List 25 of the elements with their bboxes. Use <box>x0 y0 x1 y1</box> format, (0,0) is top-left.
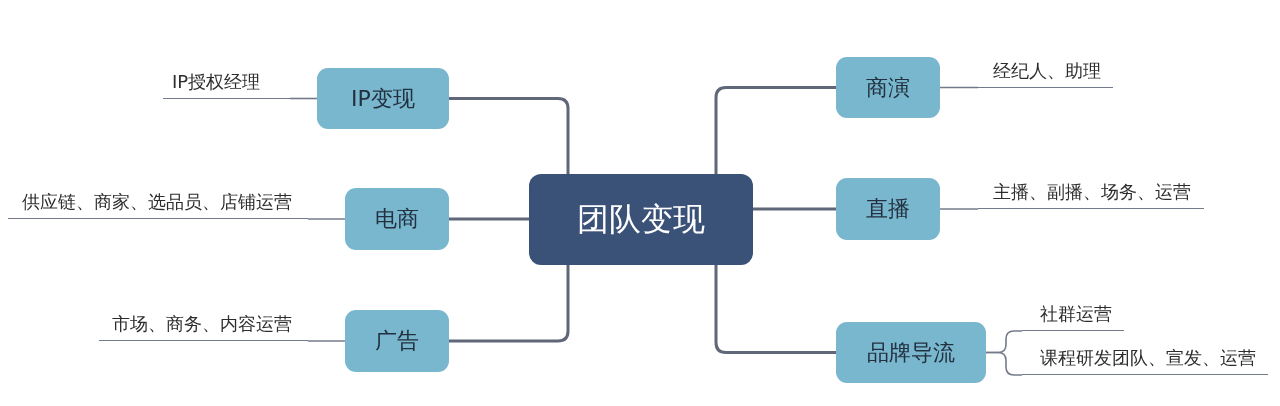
connector-line <box>307 340 346 342</box>
connector-line <box>714 265 836 354</box>
connector-line <box>449 217 529 221</box>
connector-line <box>449 265 570 343</box>
connector-line <box>449 97 570 174</box>
branch-label: 社群运营 <box>1022 299 1124 331</box>
branch-label: IP授权经理 <box>163 66 290 99</box>
subtopic-box: 品牌导流 <box>836 322 986 383</box>
connector-line <box>714 86 836 174</box>
subtopic-box: 广告 <box>345 310 449 372</box>
connector-line <box>289 97 318 100</box>
branch-label: 主播、副播、场务、运营 <box>978 177 1204 209</box>
branch-label: 供应链、商家、选品员、店铺运营 <box>8 187 308 219</box>
subtopic-box: 商演 <box>836 57 940 118</box>
connector-line <box>753 207 836 211</box>
connector-line <box>939 208 979 210</box>
subtopic-box: IP变现 <box>317 68 449 129</box>
branch-label: 市场、商务、内容运营 <box>99 309 308 341</box>
branch-label: 经纪人、助理 <box>978 55 1113 88</box>
subtopic-box: 直播 <box>836 178 940 240</box>
subtopic-box: 电商 <box>345 188 449 250</box>
connector-line <box>307 218 346 220</box>
central-topic-box: 团队变现 <box>529 174 753 265</box>
connector-line <box>939 86 979 89</box>
branch-label: 课程研发团队、宣发、运营 <box>1022 343 1268 375</box>
